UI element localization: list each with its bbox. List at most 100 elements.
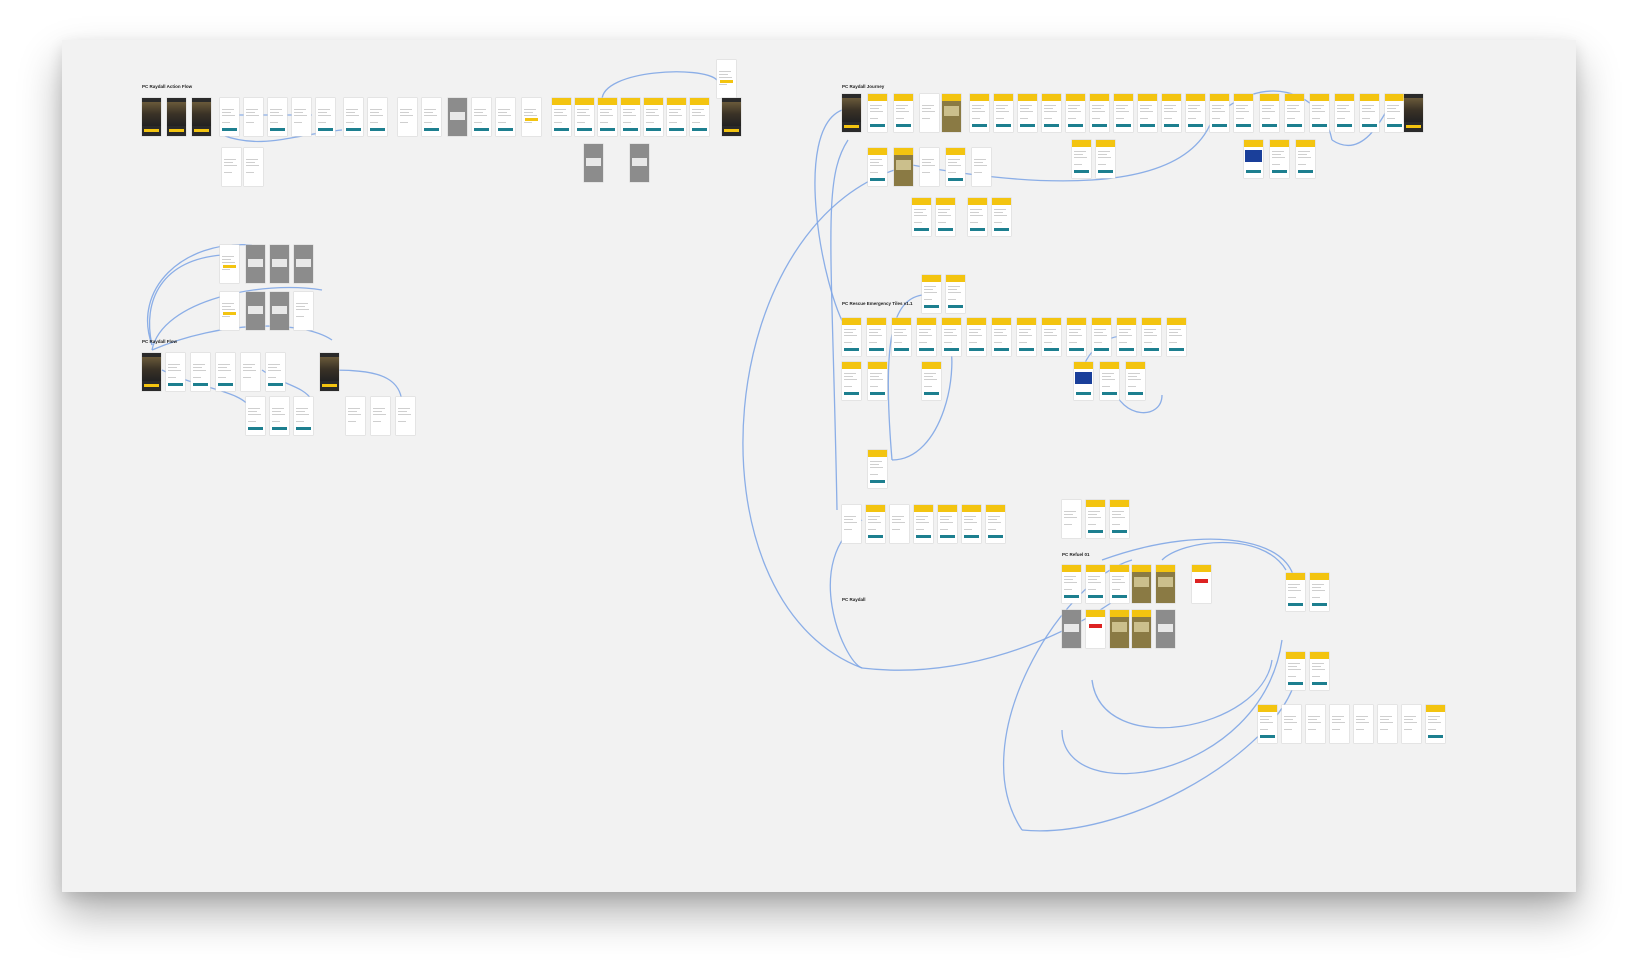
screen-thumbnail[interactable]	[294, 245, 313, 283]
screen-thumbnail[interactable]	[842, 94, 861, 132]
screen-thumbnail[interactable]	[1426, 705, 1445, 743]
screen-thumbnail[interactable]	[938, 505, 957, 543]
screen-thumbnail[interactable]	[1234, 94, 1253, 132]
screen-thumbnail[interactable]	[894, 94, 913, 132]
screen-thumbnail[interactable]	[1270, 140, 1289, 178]
screen-thumbnail[interactable]	[142, 353, 161, 391]
screen-thumbnail[interactable]	[1114, 94, 1133, 132]
screen-thumbnail[interactable]	[1210, 94, 1229, 132]
screen-thumbnail[interactable]	[1066, 94, 1085, 132]
screen-thumbnail[interactable]	[1244, 140, 1263, 178]
screen-thumbnail[interactable]	[270, 397, 289, 435]
screen-thumbnail[interactable]	[722, 98, 741, 136]
screen-thumbnail[interactable]	[1126, 362, 1145, 400]
screen-thumbnail[interactable]	[1156, 610, 1175, 648]
screen-thumbnail[interactable]	[270, 245, 289, 283]
screen-thumbnail[interactable]	[1086, 565, 1105, 603]
screen-thumbnail[interactable]	[842, 362, 861, 400]
screen-thumbnail[interactable]	[1330, 705, 1349, 743]
screen-thumbnail[interactable]	[244, 98, 263, 136]
screen-thumbnail[interactable]	[142, 98, 161, 136]
screen-thumbnail[interactable]	[867, 318, 886, 356]
screen-thumbnail[interactable]	[246, 292, 265, 330]
screen-thumbnail[interactable]	[667, 98, 686, 136]
screen-thumbnail[interactable]	[220, 98, 239, 136]
screen-thumbnail[interactable]	[241, 353, 260, 391]
screen-thumbnail[interactable]	[1378, 705, 1397, 743]
screen-thumbnail[interactable]	[892, 318, 911, 356]
screen-thumbnail[interactable]	[371, 397, 390, 435]
screen-thumbnail[interactable]	[1385, 94, 1404, 132]
screen-thumbnail[interactable]	[1286, 573, 1305, 611]
screen-thumbnail[interactable]	[992, 318, 1011, 356]
screen-thumbnail[interactable]	[942, 318, 961, 356]
screen-thumbnail[interactable]	[246, 245, 265, 283]
screen-thumbnail[interactable]	[942, 94, 961, 132]
screen-thumbnail[interactable]	[344, 98, 363, 136]
screen-thumbnail[interactable]	[868, 450, 887, 488]
screen-thumbnail[interactable]	[1110, 500, 1129, 538]
screen-thumbnail[interactable]	[1132, 565, 1151, 603]
screen-thumbnail[interactable]	[166, 353, 185, 391]
screen-thumbnail[interactable]	[220, 245, 239, 283]
screen-thumbnail[interactable]	[922, 362, 941, 400]
screen-thumbnail[interactable]	[1192, 565, 1211, 603]
screen-thumbnail[interactable]	[717, 60, 736, 98]
screen-thumbnail[interactable]	[970, 94, 989, 132]
screen-thumbnail[interactable]	[868, 148, 887, 186]
screen-thumbnail[interactable]	[167, 98, 186, 136]
screen-thumbnail[interactable]	[584, 144, 603, 182]
screen-thumbnail[interactable]	[1306, 705, 1325, 743]
screen-thumbnail[interactable]	[894, 148, 913, 186]
screen-thumbnail[interactable]	[191, 353, 210, 391]
screen-thumbnail[interactable]	[192, 98, 211, 136]
screen-thumbnail[interactable]	[575, 98, 594, 136]
screen-thumbnail[interactable]	[270, 292, 289, 330]
screen-thumbnail[interactable]	[396, 397, 415, 435]
screen-thumbnail[interactable]	[1086, 610, 1105, 648]
screen-thumbnail[interactable]	[448, 98, 467, 136]
screen-thumbnail[interactable]	[912, 198, 931, 236]
screen-thumbnail[interactable]	[266, 353, 285, 391]
screen-thumbnail[interactable]	[1285, 94, 1304, 132]
screen-thumbnail[interactable]	[962, 505, 981, 543]
screen-thumbnail[interactable]	[1258, 705, 1277, 743]
screen-thumbnail[interactable]	[644, 98, 663, 136]
screen-thumbnail[interactable]	[552, 98, 571, 136]
screen-thumbnail[interactable]	[1310, 94, 1329, 132]
screen-thumbnail[interactable]	[890, 505, 909, 543]
screen-thumbnail[interactable]	[1062, 610, 1081, 648]
screen-thumbnail[interactable]	[1310, 573, 1329, 611]
screen-thumbnail[interactable]	[1186, 94, 1205, 132]
screen-thumbnail[interactable]	[472, 98, 491, 136]
screen-thumbnail[interactable]	[346, 397, 365, 435]
screen-thumbnail[interactable]	[842, 505, 861, 543]
screen-thumbnail[interactable]	[1117, 318, 1136, 356]
screen-thumbnail[interactable]	[1335, 94, 1354, 132]
screen-thumbnail[interactable]	[630, 144, 649, 182]
screen-thumbnail[interactable]	[914, 505, 933, 543]
screen-thumbnail[interactable]	[986, 505, 1005, 543]
screen-thumbnail[interactable]	[967, 318, 986, 356]
screen-thumbnail[interactable]	[1072, 140, 1091, 178]
screen-thumbnail[interactable]	[1086, 500, 1105, 538]
screen-thumbnail[interactable]	[920, 148, 939, 186]
screen-thumbnail[interactable]	[1067, 318, 1086, 356]
screen-thumbnail[interactable]	[866, 505, 885, 543]
screen-thumbnail[interactable]	[1162, 94, 1181, 132]
screen-thumbnail[interactable]	[968, 198, 987, 236]
screen-thumbnail[interactable]	[920, 94, 939, 132]
screen-thumbnail[interactable]	[1167, 318, 1186, 356]
screen-thumbnail[interactable]	[1090, 94, 1109, 132]
screen-thumbnail[interactable]	[1282, 705, 1301, 743]
screen-thumbnail[interactable]	[842, 318, 861, 356]
screen-thumbnail[interactable]	[220, 292, 239, 330]
screen-thumbnail[interactable]	[1062, 565, 1081, 603]
screen-thumbnail[interactable]	[868, 362, 887, 400]
screen-thumbnail[interactable]	[946, 148, 965, 186]
screen-thumbnail[interactable]	[1110, 610, 1129, 648]
screen-thumbnail[interactable]	[1042, 94, 1061, 132]
screen-thumbnail[interactable]	[316, 98, 335, 136]
screen-thumbnail[interactable]	[1062, 500, 1081, 538]
